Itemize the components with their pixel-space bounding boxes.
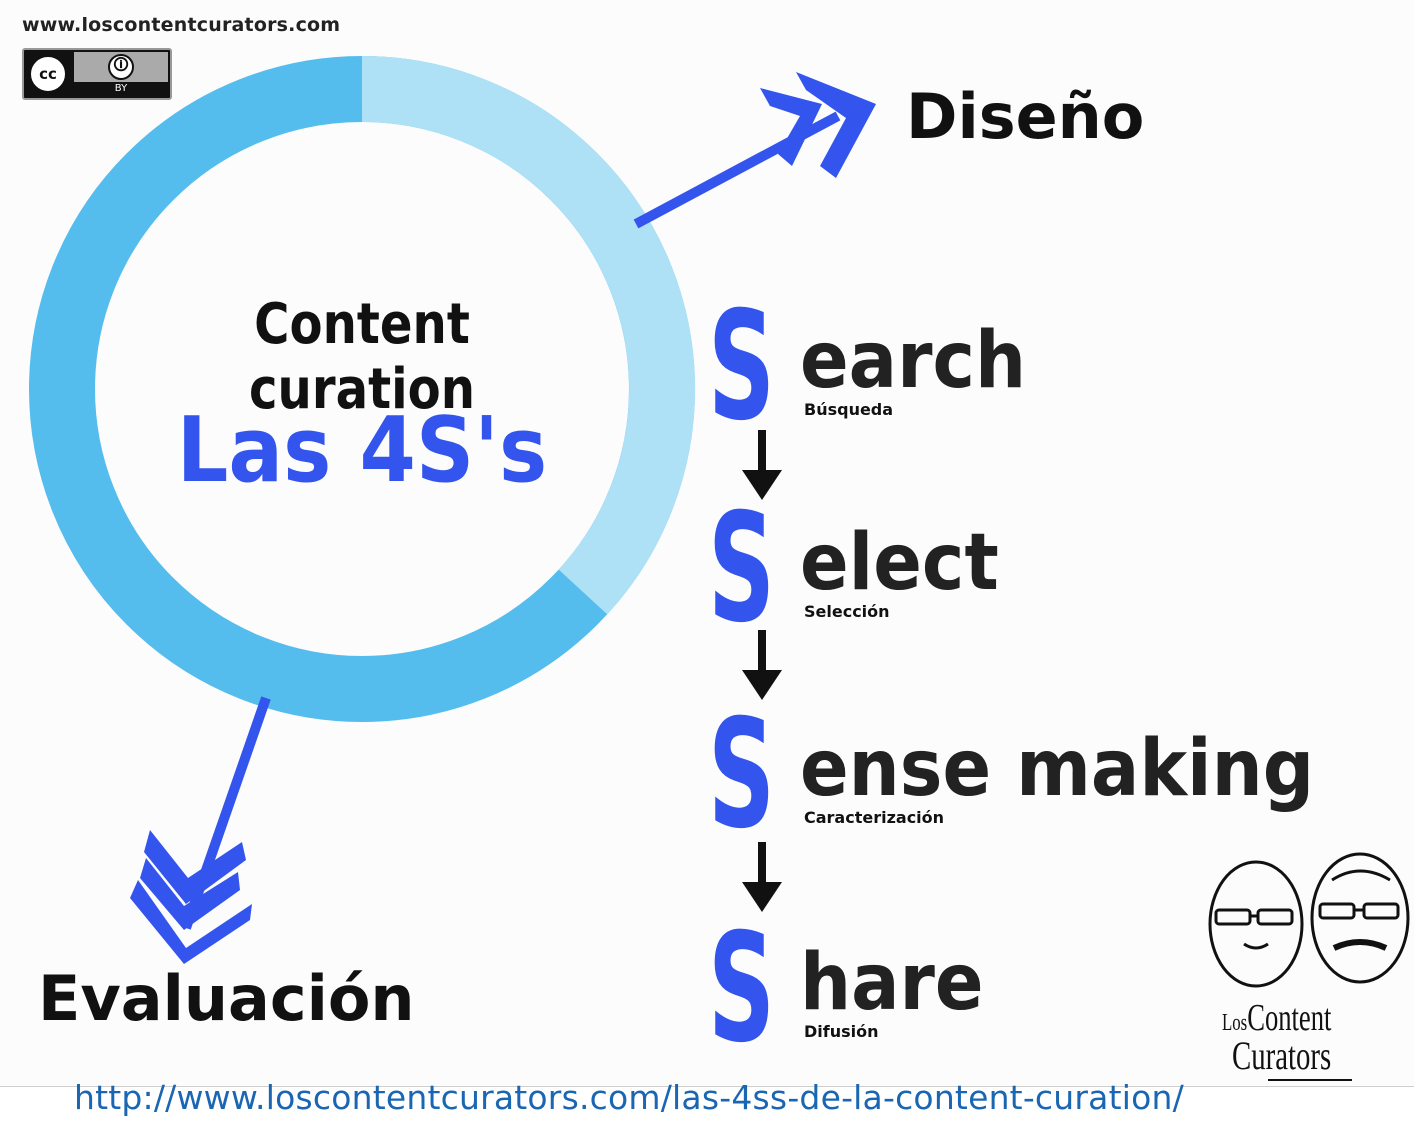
los-content-curators-logo-faces: [1208, 852, 1410, 988]
down-arrow-icon: [742, 842, 782, 912]
step-translation: Difusión: [804, 1022, 879, 1041]
step-initial: S: [708, 482, 775, 656]
step-word: ense making: [800, 724, 1315, 814]
step-word: hare: [800, 938, 984, 1028]
step-initial: S: [708, 688, 775, 862]
attribution-person-icon: 🛈: [108, 54, 134, 80]
step-translation: Caracterización: [804, 808, 945, 827]
logo-los: Los: [1222, 1010, 1248, 1036]
step-word: earch: [800, 316, 1027, 406]
site-url: www.loscontentcurators.com: [22, 14, 341, 36]
step-translation: Selección: [804, 602, 890, 621]
diagram-title: Content curation: [249, 292, 475, 422]
diagram-subtitle: Las 4S's: [176, 398, 548, 503]
step-initial: S: [708, 902, 775, 1076]
step-initial: S: [708, 280, 775, 454]
down-arrow-icon: [742, 630, 782, 700]
step-translation: Búsqueda: [804, 400, 894, 419]
branch-label-evaluacion: Evaluación: [38, 962, 415, 1035]
infographic: www.loscontentcurators.com cc 🛈 BY: [0, 14, 1414, 1087]
logo-wordmark-line1: LosContent: [1222, 996, 1331, 1040]
curation-ring-highlight: [361, 56, 696, 615]
double-chevron-icon-diseno: [760, 72, 876, 178]
source-link[interactable]: http://www.loscontentcurators.com/las-4s…: [74, 1078, 1184, 1117]
double-chevron-icon-evaluacion: [130, 830, 252, 964]
step-word: elect: [800, 518, 999, 608]
cc-icon: cc: [28, 54, 68, 94]
logo-wordmark-line2: Curators: [1232, 1033, 1332, 1078]
cc-by-license-badge: cc 🛈 BY: [22, 48, 172, 100]
down-arrow-icon: [742, 430, 782, 500]
logo-content: Content: [1247, 997, 1332, 1039]
by-label: BY: [74, 82, 168, 96]
branch-label-diseno: Diseño: [906, 80, 1145, 153]
diagram-graphics: [29, 56, 1410, 1081]
